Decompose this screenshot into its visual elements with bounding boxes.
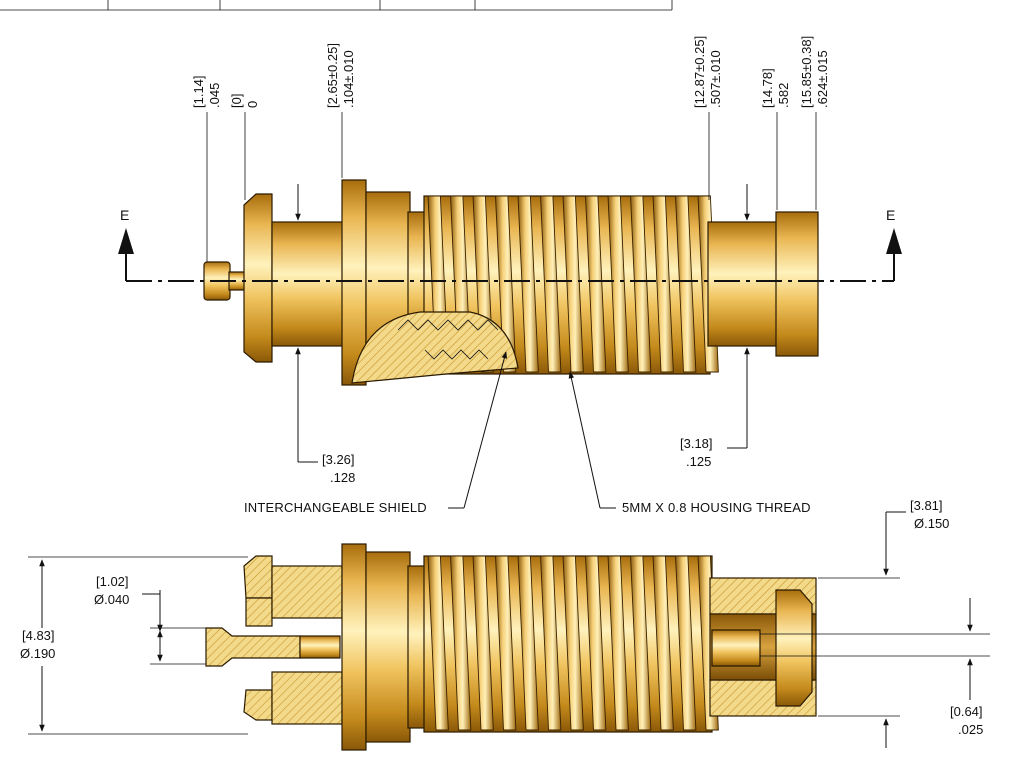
section-dim-lines xyxy=(28,511,990,748)
thread-crest xyxy=(450,555,472,731)
thread-crest xyxy=(540,555,562,731)
svg-text:[15.85±0.38]: [15.85±0.38] xyxy=(799,36,814,108)
thread-crest xyxy=(675,555,697,731)
dim-8: [3.18] .125 xyxy=(680,436,713,469)
right-end xyxy=(775,211,819,357)
thread-crest xyxy=(495,195,517,373)
dim-10: [1.02] Ø.040 xyxy=(94,574,129,607)
dim-7: [3.26] .128 xyxy=(322,452,355,485)
section-line-e: E E xyxy=(118,207,902,282)
left-flange xyxy=(243,193,273,363)
thread-crest xyxy=(540,195,562,373)
section-mark-right: E xyxy=(886,207,895,223)
thread-crest xyxy=(472,555,494,731)
svg-text:.045: .045 xyxy=(207,83,222,108)
svg-text:0: 0 xyxy=(245,101,260,108)
svg-text:[4.83]: [4.83] xyxy=(22,628,55,643)
svg-text:[3.18]: [3.18] xyxy=(680,436,713,451)
right-barrel xyxy=(707,221,779,347)
svg-text:[14.78]: [14.78] xyxy=(760,68,775,108)
thread-crest xyxy=(675,195,697,373)
thread-crest xyxy=(630,195,652,373)
svg-text:[0.64]: [0.64] xyxy=(950,704,983,719)
svg-text:.125: .125 xyxy=(686,454,711,469)
callout-leaders xyxy=(448,351,616,509)
dim-5: [14.78] .582 xyxy=(760,68,791,108)
svg-text:[0]: [0] xyxy=(229,94,244,108)
svg-text:Ø.190: Ø.190 xyxy=(20,646,55,661)
top-extension-lines xyxy=(206,112,817,262)
housing-threads-section xyxy=(427,555,719,731)
shield-cutaway xyxy=(351,311,519,384)
thread-crest xyxy=(607,195,629,373)
top-view-part xyxy=(203,179,819,386)
svg-text:Ø.040: Ø.040 xyxy=(94,592,129,607)
dim-9: [3.81] Ø.150 xyxy=(910,498,949,531)
thread-crest xyxy=(427,555,449,731)
svg-text:.025: .025 xyxy=(958,722,983,737)
svg-text:[3.81]: [3.81] xyxy=(910,498,943,513)
callout-thread: 5MM X 0.8 HOUSING THREAD xyxy=(622,500,811,515)
thread-crest xyxy=(630,555,652,731)
center-pin xyxy=(205,627,301,667)
dim-6: [15.85±0.38] .624±.015 xyxy=(799,36,830,108)
svg-text:.104±.010: .104±.010 xyxy=(341,50,356,108)
thread-crest xyxy=(585,555,607,731)
thread-crest xyxy=(517,555,539,731)
dim-1: [1.14] .045 xyxy=(191,75,222,108)
dim-4: [12.87±0.25] .507±.010 xyxy=(692,36,723,108)
svg-text:.507±.010: .507±.010 xyxy=(708,50,723,108)
thread-crest xyxy=(652,555,674,731)
dim-3: [2.65±0.25] .104±.010 xyxy=(325,43,356,108)
svg-text:[2.65±0.25]: [2.65±0.25] xyxy=(325,43,340,108)
dim-12: [0.64] .025 xyxy=(950,704,983,737)
svg-text:.624±.015: .624±.015 xyxy=(815,50,830,108)
section-mark-left: E xyxy=(120,207,129,223)
svg-text:[1.02]: [1.02] xyxy=(96,574,129,589)
thread-crest xyxy=(495,555,517,731)
svg-text:Ø.150: Ø.150 xyxy=(914,516,949,531)
svg-text:[12.87±0.25]: [12.87±0.25] xyxy=(692,36,707,108)
title-block-stub xyxy=(0,0,673,11)
svg-text:[3.26]: [3.26] xyxy=(322,452,355,467)
section-view-part xyxy=(205,543,817,751)
svg-text:.582: .582 xyxy=(776,83,791,108)
left-barrel xyxy=(271,221,345,347)
callout-shield: INTERCHANGEABLE SHIELD xyxy=(244,500,427,515)
thread-crest xyxy=(562,195,584,373)
thread-crest xyxy=(607,555,629,731)
thread-crest xyxy=(585,195,607,373)
thread-crest xyxy=(652,195,674,373)
dim-2: [0] 0 xyxy=(229,94,260,108)
thread-crest xyxy=(517,195,539,373)
svg-text:.128: .128 xyxy=(330,470,355,485)
dim-arrows-top xyxy=(295,184,750,463)
thread-crest xyxy=(562,555,584,731)
dim-11: [4.83] Ø.190 xyxy=(20,628,55,661)
svg-text:[1.14]: [1.14] xyxy=(191,75,206,108)
